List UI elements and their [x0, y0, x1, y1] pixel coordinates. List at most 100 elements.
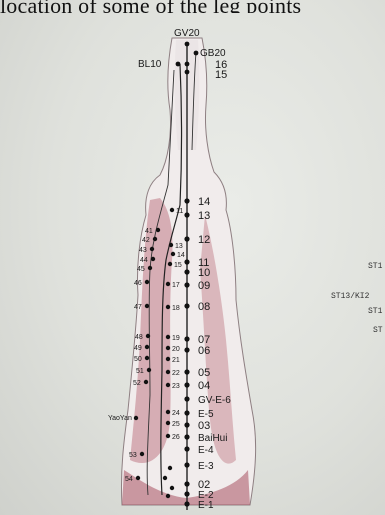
near-label: 22	[172, 370, 180, 377]
lower-point	[170, 486, 174, 490]
side-fragment-1: ST1	[368, 262, 383, 271]
midline-point	[184, 212, 189, 217]
near-label: 25	[172, 421, 180, 428]
left-label: 52	[133, 380, 141, 387]
label-gb20: GB20	[200, 48, 226, 59]
left-label: 45	[137, 266, 145, 273]
side-fragment-4: ST	[373, 326, 383, 335]
yaoyan-point	[134, 416, 138, 420]
midline-label: 09	[198, 280, 210, 292]
near-label: 26	[172, 434, 180, 441]
midline-point	[184, 396, 189, 401]
left-label: 54	[125, 476, 133, 483]
midline-point	[184, 336, 189, 341]
inner-point	[166, 421, 170, 425]
midline-point	[184, 382, 189, 387]
left-lateral-point	[153, 237, 157, 241]
left-lateral-point	[136, 476, 140, 480]
left-label: 46	[134, 280, 142, 287]
left-lateral-point	[156, 228, 160, 232]
midline-label: 14	[198, 196, 210, 208]
near-label: 18	[172, 305, 180, 312]
midline-point	[184, 434, 189, 439]
midline-point	[184, 198, 189, 203]
left-lateral-point	[146, 334, 150, 338]
lower-point	[163, 476, 167, 480]
left-label: 51	[136, 368, 144, 375]
near-label: 21	[172, 357, 180, 364]
inner-point	[170, 208, 174, 212]
side-fragment-2: ST13/KI2	[331, 292, 370, 301]
inner-point	[171, 252, 175, 256]
left-lateral-point	[145, 304, 149, 308]
midline-point	[184, 347, 189, 352]
inner-point	[169, 243, 173, 247]
left-label: 53	[129, 452, 137, 459]
midline-label: 04	[198, 380, 210, 392]
label-gv20: GV20	[174, 28, 200, 39]
midline-point	[184, 410, 189, 415]
left-label: 48	[135, 334, 143, 341]
top-point	[185, 42, 190, 47]
lower-point	[168, 466, 172, 470]
near-label: 24	[172, 410, 180, 417]
side-fragment-3: ST1	[368, 307, 383, 316]
left-lateral-point	[145, 280, 149, 284]
midline-point	[184, 481, 189, 486]
inner-point	[166, 346, 170, 350]
midline-label: E-4	[198, 445, 214, 456]
midline-label: 12	[198, 234, 210, 246]
midline-point	[184, 446, 189, 451]
left-label: 50	[134, 356, 142, 363]
midline-point	[184, 369, 189, 374]
left-label: 41	[145, 228, 153, 235]
left-lateral-point	[145, 345, 149, 349]
midline-label: GV-E-6	[198, 395, 231, 406]
near-label: 13	[175, 243, 183, 250]
midline-point	[184, 259, 189, 264]
left-lateral-point	[140, 452, 144, 456]
midline-point	[184, 501, 189, 506]
midline-label: BaiHui	[198, 433, 227, 444]
label-top-15: 15	[215, 69, 227, 81]
inner-point	[166, 370, 170, 374]
left-lateral-point	[145, 356, 149, 360]
lower-point	[166, 494, 170, 498]
near-label: 11	[176, 208, 183, 215]
top-point	[185, 70, 190, 75]
midline-label: E-3	[198, 461, 214, 472]
left-label: 49	[134, 345, 142, 352]
top-point	[194, 51, 199, 56]
midline-point	[184, 236, 189, 241]
label-yaoyan: YaoYan	[108, 415, 132, 422]
left-lateral-point	[151, 257, 155, 261]
midline-point	[184, 491, 189, 496]
inner-point	[166, 434, 170, 438]
midline-label: 06	[198, 345, 210, 357]
inner-point	[166, 305, 170, 309]
midline-label: 13	[198, 210, 210, 222]
near-label: 14	[177, 252, 185, 259]
inner-point	[166, 357, 170, 361]
midline-point	[184, 422, 189, 427]
midline-label: 05	[198, 367, 210, 379]
left-lateral-point	[144, 380, 148, 384]
inner-point	[166, 282, 170, 286]
top-point	[176, 62, 181, 67]
midline-label: E-1	[198, 500, 214, 511]
left-lateral-point	[147, 368, 151, 372]
midline-label: 03	[198, 420, 210, 432]
midline-point	[184, 269, 189, 274]
left-label: 43	[139, 247, 147, 254]
near-label: 19	[172, 335, 180, 342]
midline-point	[184, 282, 189, 287]
left-label: 42	[142, 237, 150, 244]
label-bl10: BL10	[138, 59, 162, 70]
midline-point	[184, 462, 189, 467]
inner-point	[168, 262, 172, 266]
midline-label: E-5	[198, 409, 214, 420]
left-label: 44	[140, 257, 148, 264]
inner-point	[166, 410, 170, 414]
